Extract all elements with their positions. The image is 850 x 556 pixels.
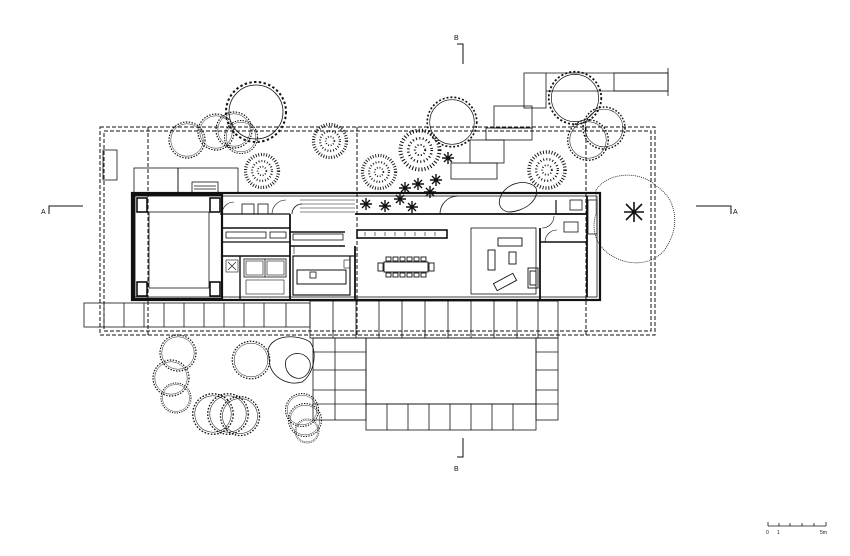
scale-label-mid: 1 (777, 530, 780, 536)
scale-label-end: 5m (820, 530, 827, 536)
section-marker-a-right (696, 205, 732, 214)
south-terrace (83, 300, 559, 431)
ground-plants (359, 151, 455, 214)
boulders (267, 182, 537, 384)
dining-table (377, 256, 435, 278)
north-steps (102, 68, 669, 194)
living-furniture (487, 237, 539, 292)
interior-walls (221, 196, 598, 300)
scale-label-start: 0 (766, 530, 769, 536)
section-marker-b-top (457, 43, 464, 64)
landscape-shrubs (243, 122, 567, 191)
scale-bar (767, 522, 827, 527)
section-label-a-right: A (733, 209, 738, 216)
garage-block (132, 193, 224, 301)
section-marker-b-bottom (457, 438, 464, 458)
canopy-tree-east (593, 174, 676, 264)
north-openings (291, 195, 459, 215)
section-label-a-left: A (41, 209, 46, 216)
section-marker-a-left (48, 205, 83, 214)
section-label-b-bottom: B (454, 466, 459, 473)
section-label-b-top: B (454, 35, 459, 42)
